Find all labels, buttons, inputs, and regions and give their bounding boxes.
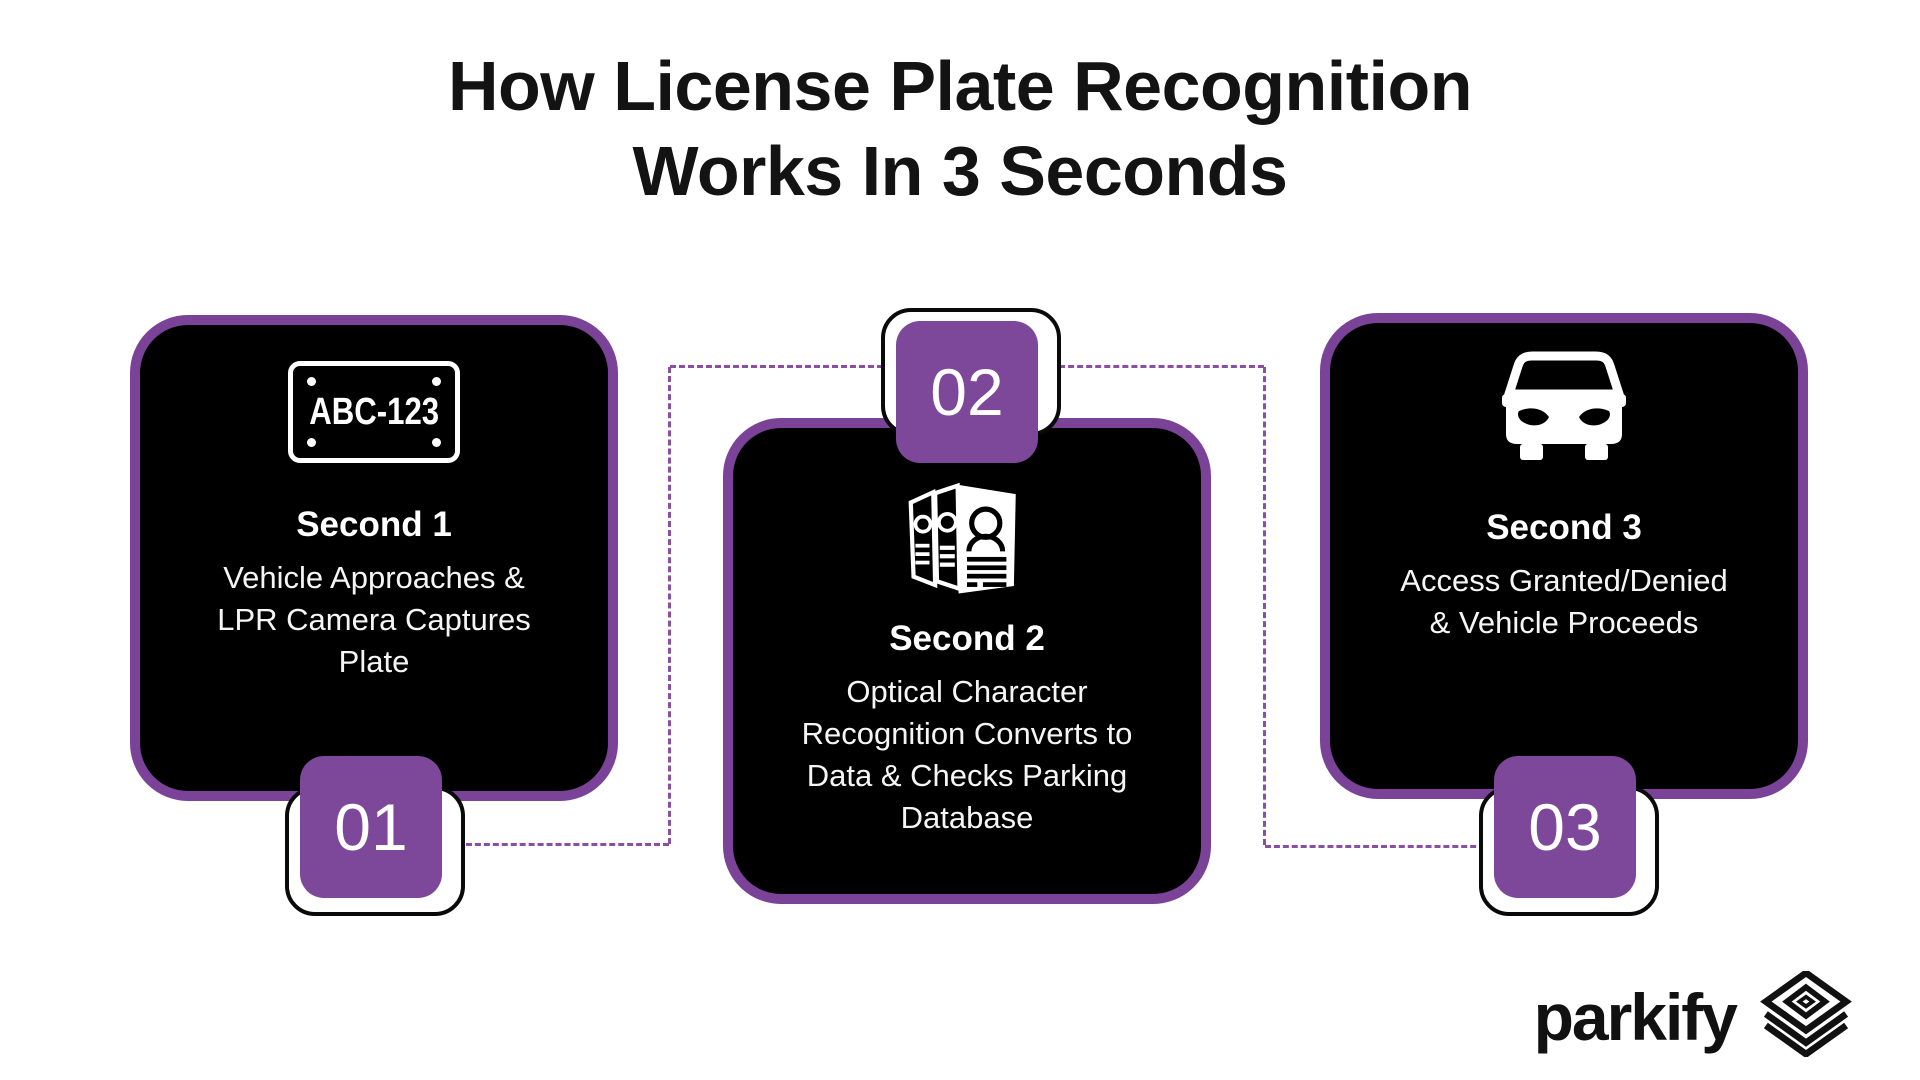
car-front-icon bbox=[1502, 349, 1626, 468]
step-description: Optical Character Recognition Converts t… bbox=[801, 674, 1133, 836]
step-description: Vehicle Approaches & LPR Camera Captures… bbox=[217, 560, 531, 680]
connector-dashed-segment bbox=[1050, 365, 1264, 368]
id-records-icon bbox=[892, 478, 1042, 609]
step-number: 03 bbox=[1528, 790, 1602, 864]
step-heading: Second 3 bbox=[1486, 508, 1642, 547]
stacked-layers-diamond-icon bbox=[1758, 968, 1854, 1062]
step-heading: Second 2 bbox=[889, 619, 1045, 658]
step-card-2: Second 2 Optical Character Recognition C… bbox=[723, 418, 1211, 904]
plate-screw-dot bbox=[307, 438, 316, 447]
brand-logo: parkify bbox=[1533, 968, 1854, 1062]
connector-dashed-segment bbox=[1265, 845, 1494, 848]
plate-screw-dot bbox=[432, 377, 441, 386]
plate-screw-dot bbox=[307, 377, 316, 386]
plate-screw-dot bbox=[432, 438, 441, 447]
step-card-3: Second 3 Access Granted/Denied & Vehicle… bbox=[1320, 313, 1808, 799]
connector-dashed-segment bbox=[670, 365, 883, 368]
plate-text: ABC-123 bbox=[309, 390, 439, 433]
connector-dashed-segment bbox=[1263, 367, 1266, 845]
step-number-badge: 01 bbox=[300, 756, 442, 898]
step-number: 02 bbox=[930, 355, 1004, 429]
step-number: 01 bbox=[334, 790, 408, 864]
connector-dashed-segment bbox=[668, 367, 671, 844]
step-description: Access Granted/Denied & Vehicle Proceeds bbox=[1400, 563, 1728, 641]
connector-dashed-segment bbox=[457, 843, 669, 846]
license-plate-icon: ABC-123 bbox=[288, 361, 460, 463]
step-card-1: ABC-123 Second 1 Vehicle Approaches & LP… bbox=[130, 315, 618, 801]
step-number-badge: 03 bbox=[1494, 756, 1636, 898]
step-heading: Second 1 bbox=[296, 505, 452, 544]
title-line-2: Works In 3 Seconds bbox=[632, 132, 1288, 211]
brand-wordmark: parkify bbox=[1533, 979, 1738, 1054]
step-number-badge: 02 bbox=[896, 321, 1038, 463]
title-line-1: How License Plate Recognition bbox=[447, 47, 1473, 125]
